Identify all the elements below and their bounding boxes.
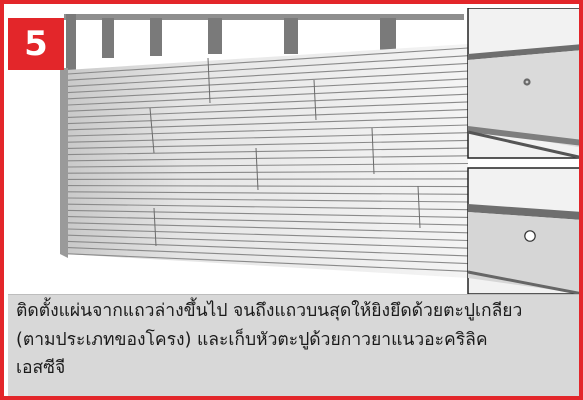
instruction-caption: ติดตั้งแผ่นจากแถวล่างขึ้นไป จนถึงแถวบนสุ…: [8, 294, 579, 396]
siding-plank-line: [67, 124, 469, 137]
siding-plank-line: [67, 178, 469, 180]
wall-edge: [60, 68, 68, 258]
siding-planks: [67, 47, 469, 272]
siding-plank-line: [67, 240, 469, 257]
siding-plank-line: [67, 209, 469, 218]
top-plate: [64, 14, 464, 20]
siding-plank-line: [67, 228, 469, 242]
siding-plank-line: [67, 62, 469, 87]
filled-nail-icon: [524, 230, 536, 242]
siding-plank-line: [67, 155, 469, 162]
siding-plank-line: [67, 93, 469, 112]
siding-plank-line: [67, 132, 469, 143]
siding-plank-line: [67, 185, 469, 188]
siding-plank-line: [67, 55, 469, 81]
siding-plank-line: [67, 191, 469, 195]
siding-joints: [149, 57, 421, 247]
siding-plank-line: [67, 170, 469, 174]
siding-plank-line: [67, 116, 469, 131]
siding-plank-line: [67, 197, 469, 203]
siding-plank-line: [67, 101, 469, 118]
siding-plank-line: [67, 47, 469, 75]
siding-plank-line: [67, 253, 469, 272]
caption-line: เอสซีจี: [16, 358, 66, 378]
wall-studs: [66, 14, 396, 78]
detail-inset-bottom: [467, 167, 579, 294]
installation-illustration: [8, 8, 579, 294]
siding-plank-line: [67, 139, 469, 149]
detail-inset-top: [467, 8, 579, 159]
siding-plank-line: [67, 147, 469, 156]
siding-plank-line: [67, 78, 469, 100]
siding-plank-line: [67, 247, 469, 265]
siding-plank-line: [67, 85, 469, 106]
step-number-badge: 5: [8, 18, 64, 70]
siding-plank-line: [67, 70, 469, 94]
siding-plank-line: [67, 234, 469, 249]
siding-wall: [66, 44, 468, 278]
nail-head-icon: [523, 78, 531, 86]
siding-plank-line: [67, 162, 469, 168]
caption-line: ติดตั้งแผ่นจากแถวล่างขึ้นไป จนถึงแถวบนสุ…: [16, 301, 523, 321]
caption-line: (ตามประเภทของโครง) และเก็บหัวตะปูด้วยกาว…: [16, 329, 488, 350]
siding-plank-line: [67, 109, 469, 125]
siding-plank-line: [67, 216, 469, 226]
siding-plank-line: [67, 222, 469, 234]
siding-plank-line: [67, 203, 469, 211]
